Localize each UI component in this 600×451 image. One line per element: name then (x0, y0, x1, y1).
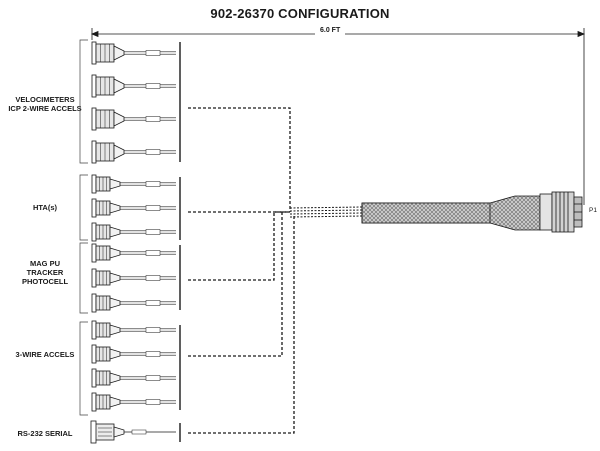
breakout-connector (91, 368, 176, 388)
breakout-connector (91, 107, 176, 131)
group-routing-dashed (188, 107, 295, 434)
breakout-connector (91, 293, 176, 313)
group-label-rs232: RS-232 SERIAL (3, 429, 87, 438)
group-label-line: MAG PU (30, 259, 60, 268)
db9-connector (90, 420, 176, 444)
breakout-connector (91, 198, 176, 218)
group-label-line: RS-232 SERIAL (17, 429, 73, 438)
breakout-connector (91, 392, 176, 412)
p1-connector (539, 191, 583, 233)
main-connector-label: P1 (589, 207, 597, 214)
breakout-connector (91, 140, 176, 164)
group-label-line: 3-WIRE ACCELS (15, 350, 75, 359)
group-label-line: TRACKER (26, 268, 64, 277)
cable-length-label: 6.0 FT (320, 27, 341, 34)
length-dimension (90, 28, 586, 205)
converging-wires (289, 206, 363, 218)
group-label-line: ICP 2-WIRE ACCELS (8, 104, 82, 113)
breakout-connectors (91, 41, 176, 412)
breakout-connector (91, 222, 176, 242)
group-label-line: PHOTOCELL (21, 277, 69, 286)
group-label-velocimeters: VELOCIMETERS ICP 2-WIRE ACCELS (3, 95, 87, 113)
breakout-connector (91, 41, 176, 65)
main-cable (361, 195, 541, 231)
breakout-connector (91, 268, 176, 288)
group-label-line: HTA(s) (32, 203, 58, 212)
breakout-connector (91, 320, 176, 340)
group-label-hta: HTA(s) (3, 203, 87, 212)
breakout-connector (91, 74, 176, 98)
group-label-magpu: MAG PU TRACKER PHOTOCELL (3, 259, 87, 286)
group-label-3wire: 3-WIRE ACCELS (3, 350, 87, 359)
group-brackets (79, 39, 88, 416)
breakout-connector (91, 174, 176, 194)
diagram-title: 902-26370 CONFIGURATION (210, 6, 390, 21)
breakout-connector (91, 243, 176, 263)
group-label-line: VELOCIMETERS (15, 95, 75, 104)
breakout-connector (91, 344, 176, 364)
